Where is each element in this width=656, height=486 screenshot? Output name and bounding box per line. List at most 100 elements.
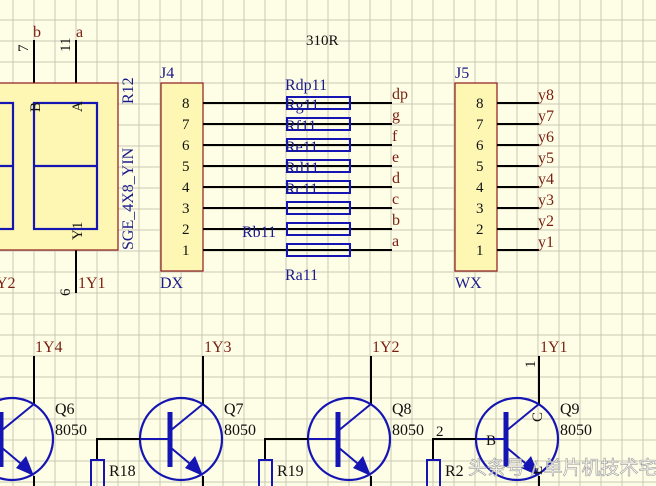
net-label-y8: y8	[538, 87, 554, 104]
j4-pin-number: 2	[182, 222, 190, 238]
base-resistor[interactable]	[426, 459, 441, 486]
j5-pin-number: 8	[476, 96, 484, 112]
j4-pin-number: 6	[182, 138, 190, 154]
net-label-g: g	[392, 107, 400, 124]
display-net-b: b	[33, 24, 41, 41]
segment-label-b: B	[28, 102, 44, 112]
j5-pin-number: 2	[476, 222, 484, 238]
resistor-body[interactable]	[286, 138, 351, 152]
net-label-y7: y7	[538, 108, 554, 125]
resistor-label-rf11: Rf11	[285, 118, 316, 135]
j4-designator: J4	[160, 65, 174, 82]
display-pin-number-6: 6	[58, 288, 74, 296]
net-label-f: f	[392, 128, 398, 145]
net-label-y6: y6	[538, 129, 554, 146]
base-resistor[interactable]	[90, 459, 105, 486]
j4-pin-number: 4	[182, 180, 190, 196]
net-label-y4: y4	[538, 171, 554, 188]
q9-emitter-label: E	[530, 466, 546, 475]
base-resistor-label: R18	[109, 463, 136, 480]
q9-base-pin-number: 2	[436, 424, 444, 440]
q9-extras: 1 2 B C E	[436, 361, 546, 476]
collector-lead	[337, 403, 372, 432]
resistor-label-rdp11: Rdp11	[285, 77, 327, 94]
segment-label-y1: Y1	[70, 222, 86, 240]
j5-pin-number: 3	[476, 201, 484, 217]
base-resistor[interactable]	[258, 459, 273, 486]
q9-base-label: B	[486, 433, 496, 449]
display-designator: R12	[120, 77, 137, 104]
net-label-dp: dp	[392, 86, 408, 103]
j5-pin-number: 7	[476, 117, 484, 133]
net-label-c: c	[392, 191, 399, 208]
resistor-label-re11: Re11	[285, 139, 318, 156]
base-resistor-label: R19	[277, 463, 304, 480]
collector-net-label: 1Y4	[35, 339, 63, 356]
collector-lead	[0, 403, 35, 432]
base-wire	[432, 438, 476, 460]
j5-body	[454, 82, 498, 272]
transistor-value: 8050	[224, 422, 256, 439]
resistor-body[interactable]	[286, 96, 351, 110]
emitter-arrow-icon	[521, 456, 539, 476]
resistor-body[interactable]	[286, 117, 351, 131]
transistor-designator: Q9	[560, 401, 580, 418]
q9-collector-label: C	[530, 412, 546, 422]
collector-net-label: 1Y3	[204, 339, 232, 356]
resistor-label-ra11: Ra11	[285, 267, 318, 284]
emitter-arrow-icon	[185, 456, 203, 476]
base-wire	[264, 438, 308, 460]
net-label-a: a	[392, 233, 399, 250]
j4-pin-number: 8	[182, 96, 190, 112]
j5-pin-number: 4	[476, 180, 484, 196]
j4-pin-number: 5	[182, 159, 190, 175]
resistor-array-value: 310R	[306, 33, 339, 49]
display-pin-number-7: 7	[16, 44, 32, 52]
net-label-e: e	[392, 149, 399, 166]
j4-pin-number: 7	[182, 117, 190, 133]
net-label-b: b	[392, 212, 400, 229]
j5-pin-number: 1	[476, 243, 484, 259]
collector-net-label: 1Y1	[540, 339, 568, 356]
base-wire	[96, 438, 140, 460]
display-part-name: SGE_4X8_YIN	[120, 147, 137, 250]
watermark: 头条号 / 单片机技术宅	[468, 457, 656, 479]
collector-net-label: 1Y2	[372, 339, 400, 356]
j4-pin-number: 1	[182, 243, 190, 259]
j5-pin-number: 6	[476, 138, 484, 154]
resistor-body[interactable]	[286, 201, 351, 215]
collector-lead	[505, 403, 540, 432]
resistor-body[interactable]	[286, 243, 351, 257]
j4-pin-number: 3	[182, 201, 190, 217]
display-pin-number-11: 11	[58, 38, 74, 52]
j4-name: DX	[160, 275, 184, 292]
resistor-body[interactable]	[286, 222, 351, 236]
resistor-body[interactable]	[286, 180, 351, 194]
base-resistor-label: R2	[445, 463, 464, 480]
net-label-y3: y3	[538, 192, 554, 209]
connector-j4[interactable]: J4 DX 8 7 6 5 4 3 2 1	[160, 65, 204, 292]
seven-segment-display[interactable]: b a 7 11 6 1Y1 Y2 B A Y1 R12 SGE_4X8_YIN	[0, 24, 137, 296]
transistor-value: 8050	[560, 422, 592, 439]
segment-label-a: A	[70, 101, 86, 112]
net-label-d: d	[392, 170, 400, 187]
net-label-y1: y1	[538, 234, 554, 251]
transistor-circle	[0, 396, 55, 482]
emitter-arrow-icon	[353, 456, 371, 476]
j5-designator: J5	[455, 65, 469, 82]
resistor-label-rg11: Rg11	[285, 97, 319, 114]
transistor-designator: Q6	[55, 401, 75, 418]
j5-name: WX	[455, 275, 482, 292]
q9-collector-pin-number: 1	[523, 361, 539, 369]
transistor-designator: Q8	[392, 401, 412, 418]
net-label-y2: y2	[538, 213, 554, 230]
resistor-body[interactable]	[286, 159, 351, 173]
resistor-label-rd11: Rd11	[285, 160, 319, 177]
